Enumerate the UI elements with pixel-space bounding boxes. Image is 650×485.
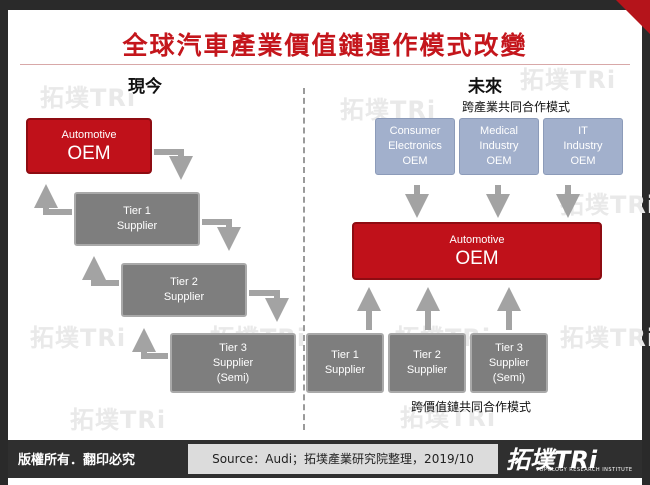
future-tier3-box: Tier 3 Supplier (Semi) (470, 333, 548, 393)
future-tier3-sub: Supplier (488, 356, 530, 369)
tier1-sub: Supplier (116, 220, 158, 232)
frame-top (0, 0, 650, 10)
arrow-tier2-to-tier1 (82, 256, 119, 286)
current-tier3-box: Tier 3 Supplier (Semi) (170, 333, 296, 393)
watermark: 拓墣TRi (30, 324, 127, 352)
watermark: 拓墣TRi (40, 84, 137, 112)
watermark: 拓墣TRi (70, 406, 167, 434)
arrow-oem-to-tier1 (154, 149, 193, 180)
watermark: 拓墣TRi (560, 324, 650, 352)
it-line3: OEM (570, 155, 596, 167)
consumer-line1: Consumer (389, 125, 441, 137)
tier3-note: (Semi) (216, 371, 250, 384)
medical-line3: OEM (486, 155, 512, 167)
cross-value-chain-note: 跨價值鏈共同合作模式 (411, 400, 532, 414)
arrow-tier2-to-tier3 (249, 290, 289, 322)
cross-industry-note: 跨產業共同合作模式 (462, 100, 571, 114)
arrow-tier3-to-tier2 (132, 328, 168, 359)
it-industry-box: IT Industry OEM (543, 118, 623, 175)
future-tier2-sub: Supplier (406, 364, 448, 376)
tier3-label: Tier 3 (219, 341, 247, 354)
watermark: 拓墣TRi (400, 404, 497, 432)
copyright-text: 版權所有．翻印必究 (18, 453, 136, 468)
watermark: 拓墣TRi (520, 66, 617, 94)
future-tier2-label: Tier 2 (413, 349, 441, 361)
medical-industry-box: Medical Industry OEM (459, 118, 539, 175)
future-oem-title: OEM (455, 247, 499, 269)
current-tier1-box: Tier 1 Supplier (74, 192, 200, 246)
medical-line2: Industry (479, 140, 519, 152)
future-tier3-label: Tier 3 (495, 341, 523, 354)
future-oem-box: Automotive OEM (352, 222, 602, 280)
it-line1: IT (578, 125, 588, 137)
frame-right (642, 0, 650, 485)
future-oem-label: Automotive (449, 233, 505, 246)
current-oem-box: Automotive OEM (26, 118, 152, 174)
future-tier1-box: Tier 1 Supplier (306, 333, 384, 393)
consumer-line2: Electronics (388, 140, 442, 152)
tri-logo: 拓墣TRi (506, 446, 598, 474)
current-heading: 現今 (128, 77, 162, 97)
future-tier1-sub: Supplier (324, 364, 366, 376)
oem-title: OEM (67, 142, 111, 164)
arrow-tier1-to-oem (34, 184, 72, 215)
current-tier2-box: Tier 2 Supplier (121, 263, 247, 317)
it-line2: Industry (563, 140, 603, 152)
tri-logo-subtitle: TOPOLOGY RESEARCH INSTITUTE (536, 467, 633, 473)
future-heading: 未來 (468, 77, 502, 97)
source-text: Source：Audi；拓墣產業研究院整理，2019/10 (188, 444, 498, 474)
consumer-electronics-box: Consumer Electronics OEM (375, 118, 455, 175)
tier2-sub: Supplier (163, 291, 205, 303)
future-tier3-note: (Semi) (492, 371, 526, 384)
tier1-label: Tier 1 (123, 205, 151, 217)
title-rule (20, 64, 630, 65)
medical-line1: Medical (480, 125, 518, 137)
arrow-tier1-to-tier2 (202, 219, 241, 251)
frame-left (0, 0, 8, 485)
oem-label: Automotive (61, 128, 117, 141)
tier2-label: Tier 2 (170, 276, 198, 288)
future-tier1-label: Tier 1 (331, 349, 359, 361)
consumer-line3: OEM (402, 155, 428, 167)
future-tier2-box: Tier 2 Supplier (388, 333, 466, 393)
corner-accent (616, 0, 650, 34)
page-title: 全球汽車產業價值鏈運作模式改變 (122, 31, 528, 60)
section-divider (303, 88, 305, 430)
tier3-sub: Supplier (212, 356, 254, 369)
